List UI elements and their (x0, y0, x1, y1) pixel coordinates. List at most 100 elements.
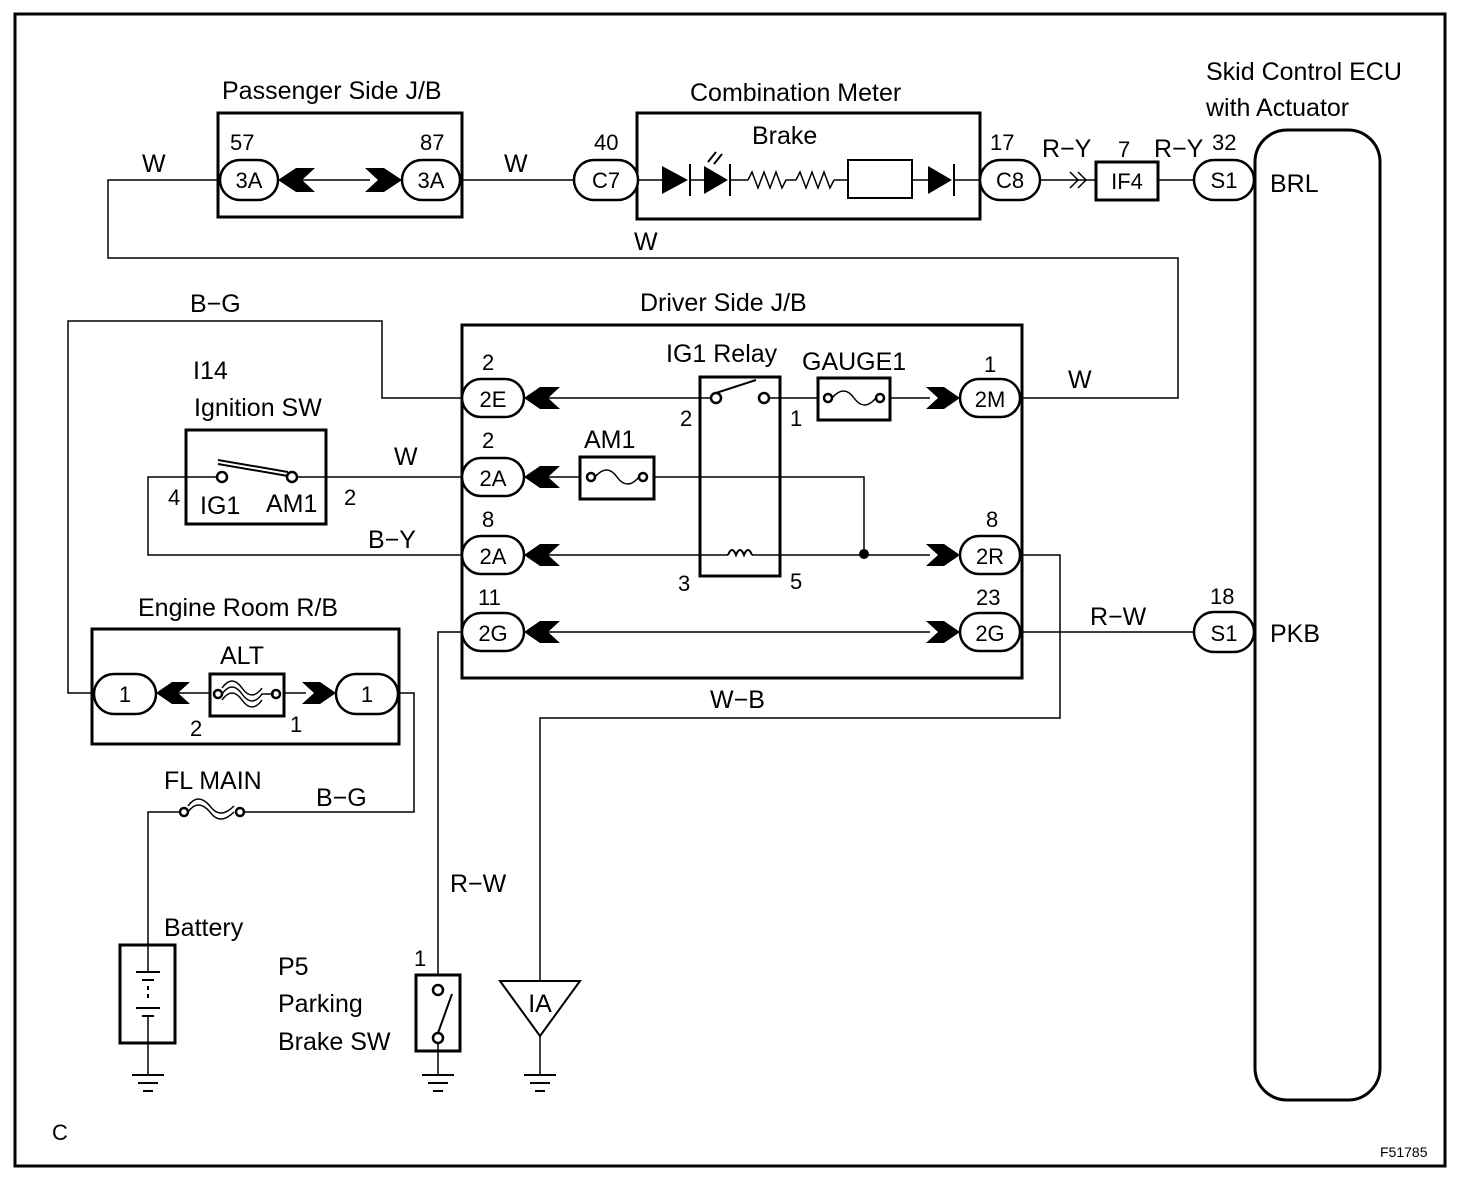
ecu-pkb-conn (1192, 610, 1256, 654)
if4-connector: 7 IF4 (1069, 137, 1160, 202)
passenger-jb-right-arrow (365, 168, 402, 192)
wire-label-w-left: W (142, 150, 166, 178)
engine-room-rb: Engine Room R/B 1 1 ALT 2 1 (90, 594, 401, 746)
wire-ign-left (147, 476, 462, 556)
am1-term-a (585, 471, 597, 483)
outer-frame (13, 12, 1447, 1168)
ig1-relay-title: IG1 Relay (666, 340, 778, 368)
ign-ig1-label: IG1 (200, 492, 240, 520)
wire-wb (539, 554, 1061, 980)
djb-left-conn-label-2: 2A (480, 544, 507, 569)
wire-label-rw-park: R−W (450, 870, 507, 898)
relay-pin-3: 3 (678, 571, 690, 596)
ground-icon (132, 1074, 164, 1092)
wire-label-by-ign: B−Y (368, 526, 416, 554)
if4-label: IF4 (1111, 169, 1143, 194)
wire-label-w-loop: W (634, 228, 658, 256)
gauge1-label: GAUGE1 (802, 348, 906, 376)
combination-meter: Combination Meter Brake 40 C7 17 C8 (572, 79, 1042, 221)
ecu-brl-pin: 32 (1212, 130, 1236, 155)
fl-main-fusible-icon (187, 804, 235, 820)
park-line2: Brake SW (278, 1028, 391, 1056)
gauge1-fuse-icon (831, 390, 877, 406)
wire-w-loop (107, 179, 1179, 399)
djb-left-pin-3: 11 (478, 585, 501, 610)
wire-fl-battery (147, 811, 184, 945)
ecu-pkb-conn-label: S1 (1211, 621, 1238, 646)
meter-brake-label: Brake (752, 122, 817, 150)
ign-title: Ignition SW (194, 394, 322, 422)
relay-contact-a (709, 391, 723, 405)
engine-rb-title: Engine Room R/B (138, 594, 338, 622)
am1-fuse-box (578, 455, 656, 501)
ign-switch-arm-2 (217, 463, 289, 477)
led-ray-2 (713, 153, 723, 165)
ign-am1-label: AM1 (266, 490, 317, 518)
ecu-brl-label: BRL (1270, 170, 1319, 198)
alt-fuse-box (208, 672, 286, 718)
djb-right-pin-0: 1 (984, 352, 996, 377)
wire-label-w-ign: W (394, 443, 418, 471)
wire-bg-fl (240, 692, 415, 813)
if4-chevron-1 (1069, 171, 1080, 189)
park-contact-bottom (431, 1031, 445, 1045)
led-ray-1 (707, 151, 717, 163)
relay-contact-b (757, 391, 771, 405)
djb-left-conn-label-3: 2G (478, 621, 507, 646)
djb-right-conn-label-0: 2M (975, 387, 1006, 412)
relay-pin-5: 5 (790, 569, 802, 594)
am1-term-b (637, 471, 649, 483)
fl-main: FL MAIN (164, 767, 262, 820)
ecu-title-1: Skid Control ECU (1206, 58, 1402, 86)
parking-brake-switch: P5 Parking Brake SW 1 (278, 946, 462, 1056)
driver-jb-box (460, 323, 1024, 680)
passenger-jb-right-pin: 87 (420, 130, 444, 155)
engine-rb-left-arrow (156, 682, 190, 704)
park-pin: 1 (414, 946, 426, 971)
djb-right-arrow-2 (926, 621, 960, 643)
djb-right-pin-2: 23 (976, 585, 1000, 610)
meter-c8-conn (978, 158, 1042, 202)
fl-main-fusible-icon-2 (187, 798, 235, 814)
gauge1-fuse-box (816, 376, 892, 422)
ign-box (184, 428, 328, 526)
alt-fusible-link-icon (221, 686, 274, 702)
led-icon (704, 166, 728, 194)
ecu-pkb-pin: 18 (1210, 584, 1234, 609)
resistor-1-icon (747, 169, 796, 191)
djb-right-arrow-1 (926, 544, 960, 566)
meter-ecu-block (847, 159, 913, 199)
ign-contact-ig1 (215, 470, 229, 484)
engine-rb-right-conn-label: 1 (361, 682, 373, 707)
wire-label-w-2m: W (1068, 366, 1092, 394)
meter-out-pin: 17 (990, 130, 1014, 155)
engine-rb-left-conn-label: 1 (119, 682, 131, 707)
djb-right-conn-label-2: 2G (975, 621, 1004, 646)
djb-left-pin-2: 8 (482, 507, 494, 532)
djb-left-pin-0: 2 (482, 350, 494, 375)
park-switch-arm (437, 993, 453, 1034)
ecu-title-2: with Actuator (1205, 94, 1349, 122)
relay-pin-2: 2 (680, 406, 692, 431)
wires (67, 179, 1194, 1075)
meter-title: Combination Meter (690, 79, 901, 107)
ia-label: IA (528, 990, 552, 1018)
passenger-side-jb: Passenger Side J/B 57 87 3A 3A (216, 77, 464, 219)
djb-left-arrow-3 (524, 621, 560, 643)
djb-left-pin-1: 2 (482, 428, 494, 453)
park-contact-top (431, 983, 445, 997)
resistor-2-icon (795, 169, 835, 191)
djb-left-conn-label-1: 2A (480, 466, 507, 491)
if4-box (1094, 160, 1160, 202)
battery: Battery (118, 914, 244, 1045)
figure-id: F51785 (1380, 1144, 1428, 1160)
meter-box (635, 111, 982, 221)
park-code: P5 (278, 953, 309, 981)
alt-term-a (212, 688, 224, 700)
battery-label: Battery (164, 914, 244, 942)
passenger-jb-right-conn-label: 3A (418, 168, 445, 193)
wire-label-rw-pkb: R−W (1090, 603, 1147, 631)
wire-rw-park (437, 631, 462, 975)
djb-left-conn-label-0: 2E (480, 387, 507, 412)
djb-left-arrow-1 (524, 466, 560, 488)
